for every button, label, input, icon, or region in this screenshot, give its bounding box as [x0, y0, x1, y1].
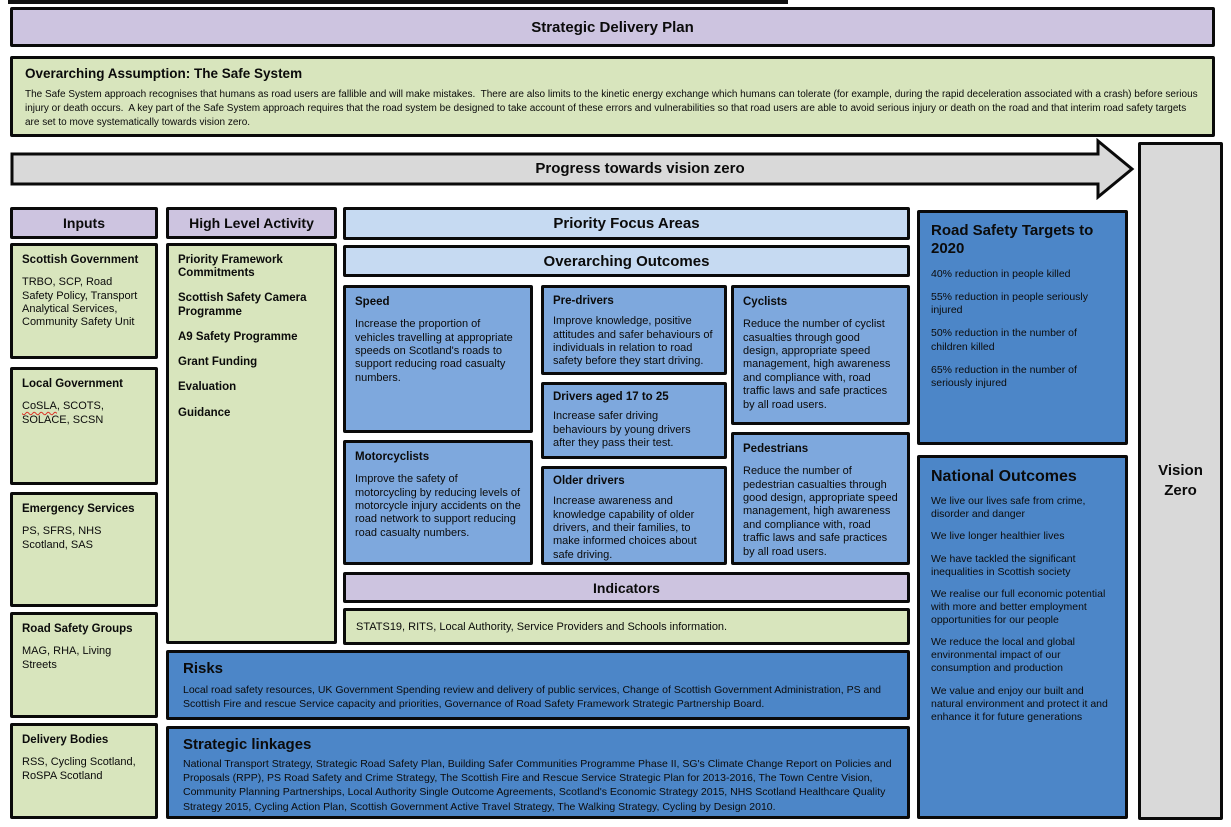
progress-arrow-label: Progress towards vision zero — [535, 160, 745, 177]
indicators-body-box: STATS19, RITS, Local Authority, Service … — [343, 608, 910, 645]
input-group-body: RSS, Cycling Scotland, RoSPA Scotland — [22, 756, 139, 782]
input-group-body-rest: , SCOTS, SOLACE, SCSN — [22, 400, 107, 426]
target-item: 50% reduction in the number of children … — [931, 327, 1080, 353]
input-group-delivery-bodies: Delivery Bodies RSS, Cycling Scotland, R… — [10, 723, 158, 819]
high-level-activity-header-label: High Level Activity — [189, 215, 314, 231]
input-group-local-government: Local Government CoSLA, SCOTS, SOLACE, S… — [10, 367, 158, 485]
risks-title: Risks — [183, 660, 224, 677]
top-frame-line — [8, 0, 788, 4]
outcome-speed: Speed Increase the proportion of vehicle… — [343, 285, 533, 433]
national-outcome-item: We live longer healthier lives — [931, 530, 1065, 543]
national-outcome-item: We reduce the local and global environme… — [931, 636, 1078, 675]
strategic-linkages-body: National Transport Strategy, Strategic R… — [183, 758, 895, 813]
road-safety-targets-box: Road Safety Targets to 2020 40% reductio… — [917, 210, 1128, 445]
assumption-box: Overarching Assumption: The Safe System … — [10, 56, 1215, 137]
road-safety-targets-title: Road Safety Targets to 2020 — [931, 222, 1094, 257]
hla-item: Grant Funding — [178, 356, 258, 369]
outcome-title: Older drivers — [553, 475, 625, 487]
outcome-pre-drivers: Pre-drivers Improve knowledge, positive … — [541, 285, 727, 375]
national-outcome-item: We have tackled the significant inequali… — [931, 552, 1079, 578]
national-outcome-item: We value and enjoy our built and natural… — [931, 684, 1111, 723]
input-group-scottish-government: Scottish Government TRBO, SCP, Road Safe… — [10, 243, 158, 359]
strategic-linkages-title: Strategic linkages — [183, 736, 312, 753]
outcome-title: Pedestrians — [743, 443, 809, 455]
priority-focus-areas-header: Priority Focus Areas — [343, 207, 910, 240]
input-group-title: Local Government — [22, 378, 123, 390]
input-group-title: Delivery Bodies — [22, 734, 109, 746]
hla-item: Guidance — [178, 406, 231, 419]
target-item: 40% reduction in people killed — [931, 268, 1071, 280]
hla-item: Scottish Safety Camera Programme — [178, 292, 307, 318]
input-group-body: TRBO, SCP, Road Safety Policy, Transport… — [22, 276, 140, 329]
outcome-body: Increase awareness and knowledge capabil… — [553, 495, 700, 561]
page-title: Strategic Delivery Plan — [531, 18, 694, 36]
input-group-title: Emergency Services — [22, 503, 135, 515]
input-group-road-safety-groups: Road Safety Groups MAG, RHA, Living Stre… — [10, 612, 158, 718]
overarching-outcomes-label: Overarching Outcomes — [543, 252, 710, 270]
outcome-body: Increase the proportion of vehicles trav… — [355, 318, 516, 384]
outcome-pedestrians: Pedestrians Reduce the number of pedestr… — [731, 432, 910, 565]
outcome-body: Reduce the number of cyclist casualties … — [743, 318, 894, 411]
vision-zero-bar: Vision Zero — [1138, 142, 1223, 820]
outcome-body: Reduce the number of pedestrian casualti… — [743, 465, 901, 558]
outcome-body: Increase safer driving behaviours by you… — [553, 410, 694, 450]
input-group-body: PS, SFRS, NHS Scotland, SAS — [22, 525, 105, 551]
national-outcome-item: We live our lives safe from crime, disor… — [931, 495, 1089, 521]
hla-item: Priority Framework Commitments — [178, 254, 283, 280]
overarching-outcomes-header: Overarching Outcomes — [343, 245, 910, 277]
national-outcomes-box: National Outcomes We live our lives safe… — [917, 455, 1128, 819]
outcome-motorcyclists: Motorcyclists Improve the safety of moto… — [343, 440, 533, 565]
input-group-title: Road Safety Groups — [22, 623, 133, 635]
national-outcome-item: We realise our full economic potential w… — [931, 587, 1109, 627]
indicators-header-label: Indicators — [593, 579, 660, 596]
priority-focus-areas-label: Priority Focus Areas — [553, 215, 700, 232]
outcome-title: Motorcyclists — [355, 451, 430, 463]
outcome-title: Drivers aged 17 to 25 — [553, 391, 669, 403]
hla-item: A9 Safety Programme — [178, 330, 298, 343]
risks-body: Local road safety resources, UK Governme… — [183, 684, 884, 711]
indicators-body: STATS19, RITS, Local Authority, Service … — [356, 620, 728, 633]
input-group-body: CoSLA, SCOTS, SOLACE, SCSN — [22, 400, 146, 427]
hla-item: Evaluation — [178, 381, 237, 394]
target-item: 65% reduction in the number of seriously… — [931, 363, 1080, 389]
assumption-body: The Safe System approach recognises that… — [25, 89, 1201, 128]
risks-box: Risks Local road safety resources, UK Go… — [166, 650, 910, 720]
input-group-emergency-services: Emergency Services PS, SFRS, NHS Scotlan… — [10, 492, 158, 607]
strategic-linkages-box: Strategic linkages National Transport St… — [166, 726, 910, 819]
high-level-activity-header: High Level Activity — [166, 207, 337, 239]
outcome-body: Improve the safety of motorcycling by re… — [355, 473, 524, 539]
target-item: 55% reduction in people seriously injure… — [931, 291, 1091, 317]
outcome-title: Speed — [355, 296, 390, 308]
outcome-title: Cyclists — [743, 296, 788, 308]
inputs-header-label: Inputs — [63, 215, 105, 231]
spellcheck-underlined-word: CoSLA — [22, 400, 57, 413]
inputs-header: Inputs — [10, 207, 158, 239]
high-level-activity-list: Priority Framework Commitments Scottish … — [166, 243, 337, 644]
outcome-cyclists: Cyclists Reduce the number of cyclist ca… — [731, 285, 910, 425]
outcome-body: Improve knowledge, positive attitudes an… — [553, 315, 716, 368]
banner: Strategic Delivery Plan — [10, 7, 1215, 47]
input-group-title: Scottish Government — [22, 254, 139, 266]
progress-arrow-shape — [10, 138, 1135, 200]
outcome-title: Pre-drivers — [553, 295, 614, 307]
indicators-header: Indicators — [343, 572, 910, 603]
outcome-older-drivers: Older drivers Increase awareness and kno… — [541, 466, 727, 565]
vision-zero-label: Vision Zero — [1158, 461, 1203, 499]
assumption-title: Overarching Assumption: The Safe System — [25, 66, 303, 81]
outcome-drivers-17-25: Drivers aged 17 to 25 Increase safer dri… — [541, 382, 727, 459]
input-group-body: MAG, RHA, Living Streets — [22, 645, 115, 671]
progress-arrow — [10, 138, 1135, 200]
national-outcomes-title: National Outcomes — [931, 468, 1077, 485]
